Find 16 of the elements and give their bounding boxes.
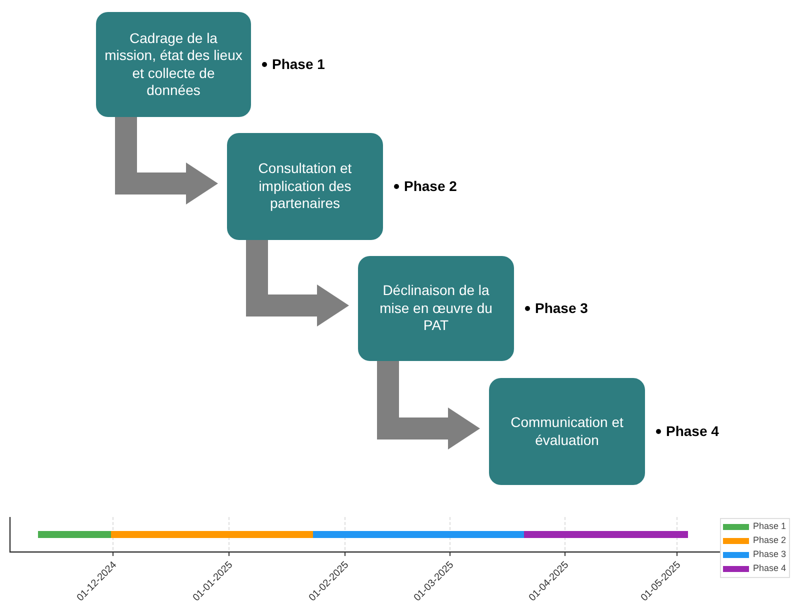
- phase-label: Phase 4: [666, 422, 719, 438]
- phase-label: Phase 3: [535, 300, 588, 316]
- phase-box: [489, 378, 645, 485]
- phase-title: Consultation et implication des partenaires: [257, 160, 353, 213]
- phase-box: [227, 133, 383, 240]
- legend-label: Phase 4: [753, 563, 786, 573]
- legend-label: Phase 1: [753, 521, 786, 531]
- phase-title: Cadrage de la mission, état des lieux et collecte de données: [104, 30, 243, 100]
- legend-label: Phase 2: [753, 535, 786, 545]
- phase-label: Phase 1: [272, 56, 325, 72]
- legend-label: Phase 3: [753, 549, 786, 559]
- phase-label: Phase 2: [404, 178, 457, 194]
- phase-box: [96, 12, 251, 117]
- phase-title: Communication et évaluation: [510, 414, 624, 449]
- phase-title: Déclinaison de la mise en œuvre du PAT: [378, 282, 494, 335]
- phase-box: [358, 256, 514, 361]
